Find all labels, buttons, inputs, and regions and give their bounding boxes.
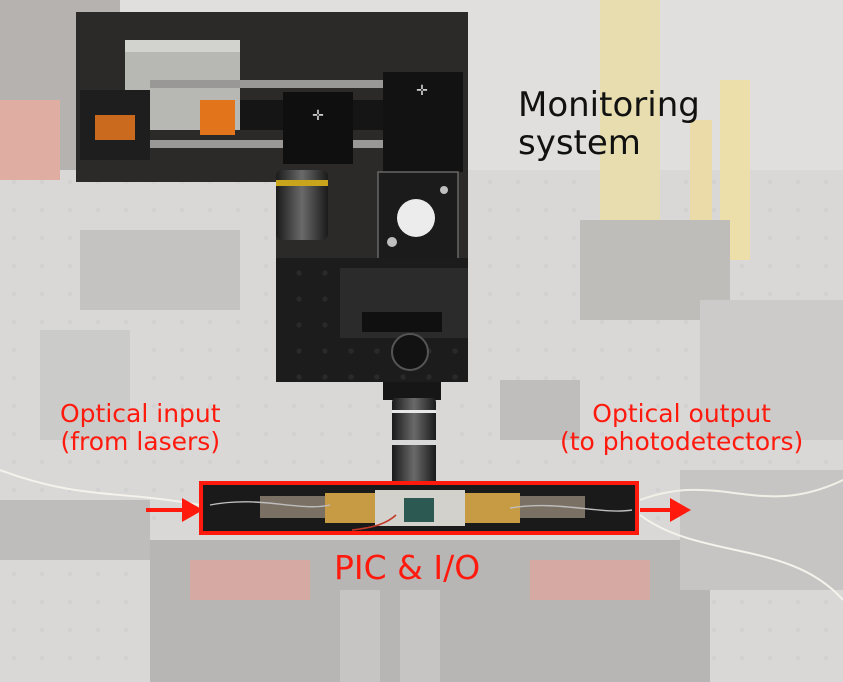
svg-text:✛: ✛ xyxy=(312,108,324,124)
objective-lens xyxy=(383,382,441,488)
monitoring-label-line1: Monitoring xyxy=(518,85,700,125)
output-label-line1: Optical output xyxy=(592,399,771,428)
optical-output-label: Optical output (to photodetectors) xyxy=(560,400,803,456)
monitoring-system-photo: ✛ ✛ xyxy=(76,12,468,382)
pic-highlight-box xyxy=(199,481,639,535)
svg-text:✛: ✛ xyxy=(416,83,428,99)
output-label-line2: (to photodetectors) xyxy=(560,427,804,456)
input-label-line1: Optical input xyxy=(60,399,221,428)
pic-io-label: PIC & I/O xyxy=(334,548,481,587)
input-arrow-icon xyxy=(146,498,203,522)
pic-stage-photo xyxy=(203,485,635,532)
monitoring-label-line2: system xyxy=(518,123,641,164)
optical-input-label: Optical input (from lasers) xyxy=(60,400,221,456)
input-label-line2: (from lasers) xyxy=(60,427,221,456)
output-arrow-icon xyxy=(640,498,691,522)
monitoring-system-label: Monitoring system xyxy=(518,86,700,162)
